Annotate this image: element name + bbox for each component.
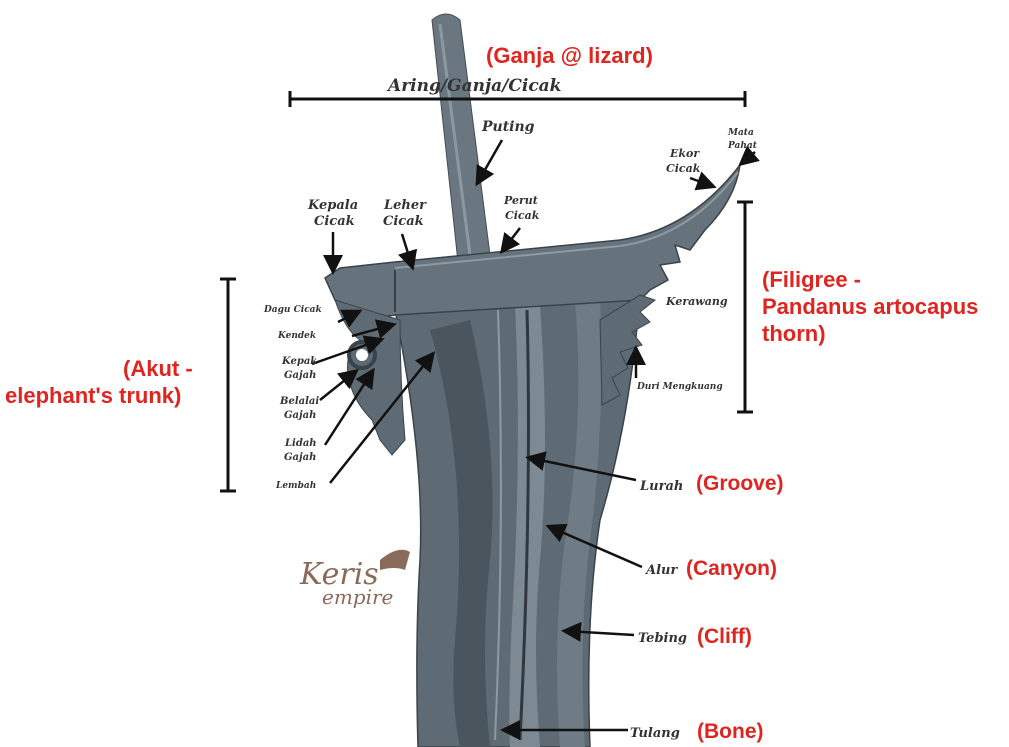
filigree-red-label-3: thorn) [762, 321, 826, 346]
leher-cicak-label-2: Cicak [383, 214, 424, 229]
canyon-label: (Canyon) [686, 557, 777, 580]
duri-mengkuang-label: Duri Mengkuang [636, 382, 723, 392]
perut-cicak-label-2: Cicak [505, 209, 540, 222]
kepak-gajah-label-2: Gajah [284, 370, 316, 381]
aring-label: Aring/Ganja/Cicak [386, 76, 561, 96]
mata-pahat-label-2: Pahat [727, 141, 758, 151]
ekor-cicak-label-1: Ekor [669, 147, 700, 160]
alur-label: Alur [644, 563, 678, 578]
ganja-red-label: (Ganja @ lizard) [486, 43, 653, 68]
tulang-label: Tulang [630, 726, 680, 741]
kendek-label: Kendek [277, 331, 316, 341]
kepala-cicak-label-1: Kepala [307, 198, 358, 213]
dagu-cicak-label: Dagu Cicak [263, 305, 322, 315]
akut-red-label-2: elephant's trunk) [5, 383, 181, 408]
groove-label: (Groove) [696, 472, 784, 495]
belalai-gajah-label-2: Gajah [284, 410, 316, 421]
watermark-line2: empire [322, 585, 393, 609]
puting-label: Puting [481, 119, 535, 135]
mata-pahat-label-1: Mata [727, 128, 754, 138]
leher-cicak-label-1: Leher [383, 198, 427, 213]
puting-tang [432, 14, 490, 262]
kerawang-label: Kerawang [665, 295, 728, 308]
cliff-label: (Cliff) [697, 625, 752, 648]
tebing-label: Tebing [638, 631, 687, 646]
lurah-label: Lurah [639, 479, 683, 494]
filigree-red-label-2: Pandanus artocapus [762, 294, 978, 319]
kepak-gajah-label-1: Kepak [281, 356, 317, 367]
lembah-label: Lembah [275, 481, 316, 491]
keris-empire-watermark: Keris empire [299, 550, 410, 609]
perut-cicak-label-1: Perut [503, 194, 538, 207]
akut-red-label-1: (Akut - [123, 356, 193, 381]
lidah-gajah-label-1: Lidah [284, 438, 317, 449]
belalai-gajah-label-1: Belalai [279, 396, 319, 407]
ekor-cicak-label-2: Cicak [666, 162, 701, 175]
bone-label: (Bone) [697, 720, 764, 743]
kepala-cicak-label-2: Cicak [314, 214, 355, 229]
lidah-gajah-label-2: Gajah [284, 452, 316, 463]
filigree-red-label-1: (Filigree - [762, 267, 861, 292]
